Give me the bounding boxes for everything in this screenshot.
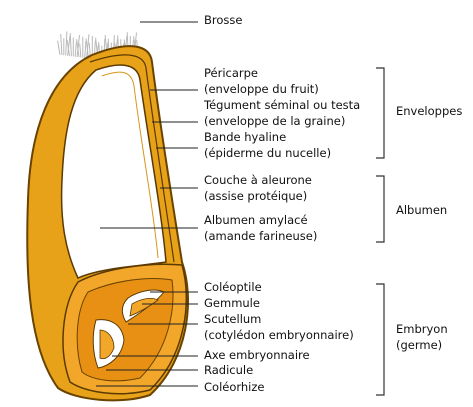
- label-bande: Bande hyaline: [204, 130, 286, 145]
- group-embryon-sub: (germe): [396, 338, 442, 353]
- label-couche: Couche à aleurone: [204, 173, 312, 188]
- group-enveloppes: Enveloppes: [396, 104, 462, 119]
- group-brackets: [376, 68, 384, 395]
- brush-hair: [66, 32, 67, 56]
- label-radicule: Radicule: [204, 363, 253, 378]
- brush-hair: [58, 41, 60, 55]
- label-albumen-amylace-sub: (amande farineuse): [204, 229, 317, 244]
- brush-hair: [70, 33, 71, 56]
- label-scutellum-sub: (cotylédon embryonnaire): [204, 328, 354, 343]
- brush-hair: [80, 44, 81, 58]
- brush-hair: [85, 41, 86, 58]
- label-axe: Axe embryonnaire: [204, 348, 310, 363]
- label-tegument-sub: (enveloppe de la graine): [204, 114, 345, 129]
- label-scutellum: Scutellum: [204, 312, 261, 327]
- brush-hair: [75, 42, 76, 57]
- label-pericarpe: Péricarpe: [204, 66, 258, 81]
- label-couche-sub: (assise protéique): [204, 189, 307, 204]
- label-tegument: Tégument séminal ou testa: [204, 98, 360, 113]
- group-embryon: Embryon: [396, 322, 448, 337]
- label-brosse: Brosse: [204, 13, 242, 28]
- group-albumen: Albumen: [396, 203, 447, 218]
- label-albumen-amylace: Albumen amylacé: [204, 213, 308, 228]
- label-coleoptile: Coléoptile: [204, 280, 262, 295]
- label-pericarpe-sub: (enveloppe du fruit): [204, 82, 319, 97]
- brush-hair: [61, 34, 62, 55]
- label-gemmule: Gemmule: [204, 296, 260, 311]
- label-bande-sub: (épiderme du nucelle): [204, 146, 331, 161]
- label-coleorhize: Coléorhize: [204, 380, 265, 395]
